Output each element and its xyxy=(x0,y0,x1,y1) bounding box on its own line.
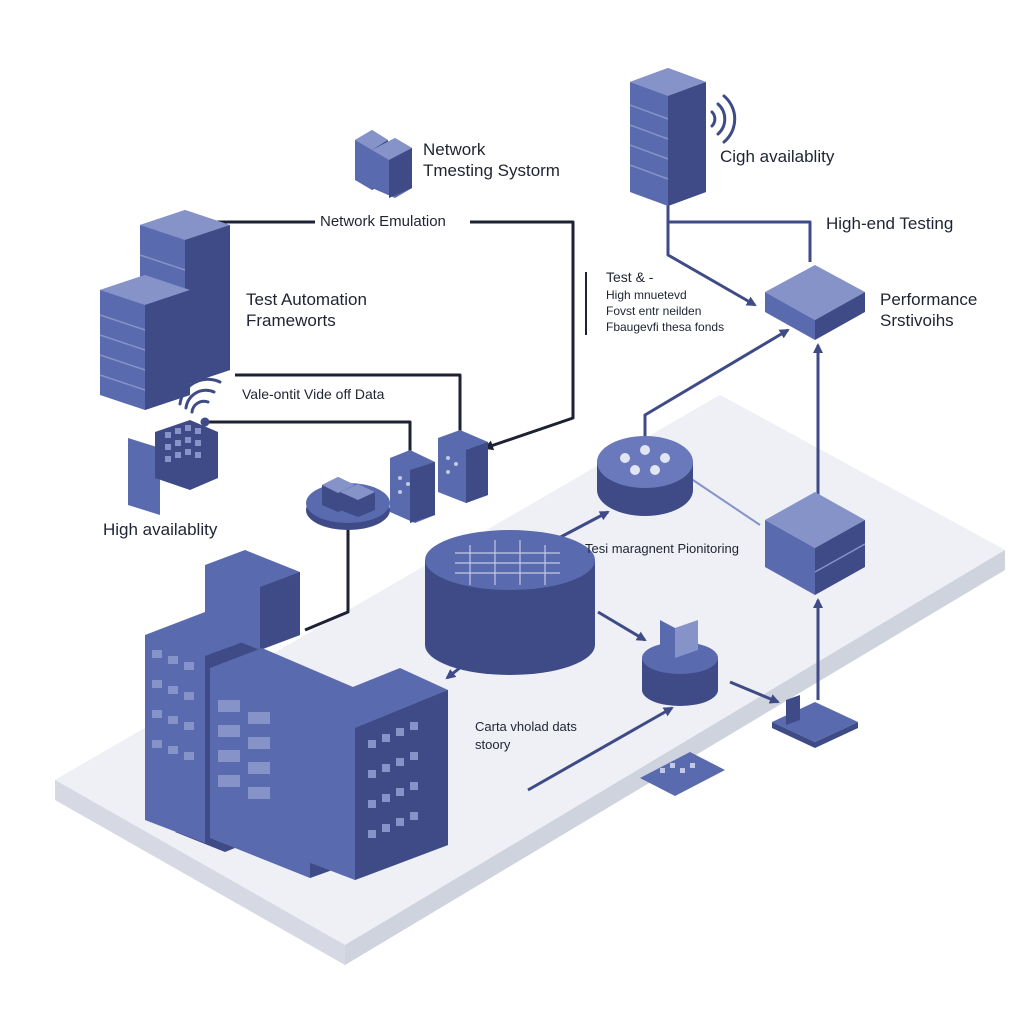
cloud-stem-line xyxy=(304,528,350,632)
network-testing-cubes-icon xyxy=(355,130,412,198)
label-performance-line1: Performance xyxy=(880,290,978,309)
label-network-emulation: Network Emulation xyxy=(320,213,446,230)
label-network-testing-line1: Network xyxy=(423,140,486,159)
label-test-notes-line3: Fovst entr neilden xyxy=(606,304,702,319)
label-high-availability-left: High availablity xyxy=(103,520,218,539)
label-cigh-availability: Cigh availablity xyxy=(720,147,835,166)
storage-to-database-line xyxy=(597,610,647,642)
performance-switch-icon xyxy=(765,265,865,340)
emulation-line-right xyxy=(470,220,575,451)
label-test-notes-line1: Test & - xyxy=(606,269,654,285)
cloud-cubes-icon xyxy=(306,477,390,530)
database-icon xyxy=(642,620,718,706)
label-high-end-testing: High-end Testing xyxy=(826,214,954,233)
hub-icon xyxy=(597,436,693,516)
grid-device-icon xyxy=(128,420,218,515)
hub-to-performance-line xyxy=(643,328,790,440)
chip-icon xyxy=(772,695,858,748)
label-test-notes-line2: High mnuetevd xyxy=(606,287,687,302)
label-cache-data: Carta vholad dats stoory xyxy=(475,718,577,753)
label-test-automation-line2: Frameworts xyxy=(246,311,336,331)
label-test-notes-line4: Fbaugevfi thesa fonds xyxy=(606,320,725,335)
monitor-icon xyxy=(765,492,866,595)
hub-to-monitor-line xyxy=(689,477,761,526)
plate-icon xyxy=(640,752,725,796)
connection-lines xyxy=(203,205,823,792)
label-test-notes: Test & - High mnuetevd Fovst entr neilde… xyxy=(606,268,724,335)
label-performance-line2: Srstivoihs xyxy=(880,311,954,331)
label-test-automation: Test Automation Frameworts xyxy=(246,289,367,332)
office-building-icon xyxy=(145,550,448,880)
wifi-to-switch-line xyxy=(205,420,412,458)
top-server-icon xyxy=(629,68,737,206)
label-network-testing-line2: Tmesting Systorm xyxy=(423,161,560,181)
cache-arrow-line xyxy=(527,706,674,792)
high-end-line xyxy=(668,220,812,262)
label-network-testing: Network Tmesting Systorm xyxy=(423,139,560,182)
storage-drum-icon xyxy=(425,530,595,675)
wifi-icon xyxy=(178,377,222,427)
label-performance: Performance Srstivoihs xyxy=(880,289,977,332)
server-rack-icon xyxy=(99,210,230,410)
storage-to-hub-line xyxy=(554,510,610,542)
rack-to-switch-line xyxy=(235,373,462,438)
label-cache-data-line1: Carta vholad dats xyxy=(475,719,577,734)
label-vale-data: Vale-ontit Vide off Data xyxy=(242,386,385,402)
label-test-management: Tesi maragnent Pionitoring xyxy=(585,541,739,556)
database-to-chip-line xyxy=(729,680,780,704)
label-test-automation-line1: Test Automation xyxy=(246,290,367,309)
label-cache-data-line2: stoory xyxy=(475,736,511,752)
switch-icon xyxy=(390,430,488,523)
